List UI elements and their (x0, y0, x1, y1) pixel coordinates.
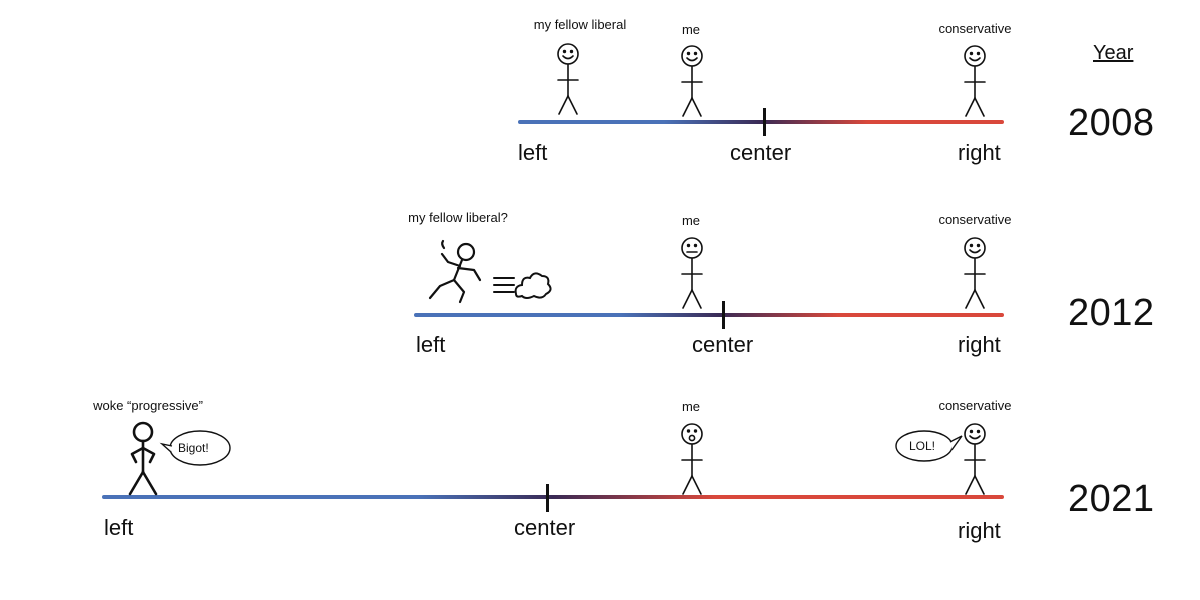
right-label-2008: right (958, 140, 1001, 165)
conservative-label-2021: conservative (938, 398, 1012, 413)
left-label-2012: left (416, 332, 446, 357)
lol-speech-text: LOL! (909, 439, 936, 453)
center-label-2012: center (692, 332, 754, 357)
liberal-label-2012: my fellow liberal? (408, 210, 508, 225)
progressive-stick-figure-2021 (128, 421, 158, 496)
me-label-2021: me (681, 399, 701, 414)
left-label-2021: left (104, 515, 134, 540)
dust-cloud-icon (493, 272, 552, 299)
running-stick-figure-2012 (428, 239, 482, 304)
me-neutral-stick-figure-2012 (681, 237, 703, 309)
center-label-2021: center (514, 515, 576, 540)
me-stick-figure-2008 (681, 45, 703, 117)
conservative-label-2012: conservative (938, 212, 1012, 227)
conservative-stick-figure-2008 (964, 45, 986, 117)
conservative-stick-figure-2021 (964, 423, 986, 495)
center-tick-2012 (722, 301, 725, 329)
right-label-2021: right (958, 518, 1001, 543)
year-2008: 2008 (1068, 102, 1155, 144)
me-label-2008: me (681, 22, 701, 37)
liberal-stick-figure-2008 (557, 43, 579, 115)
spectrum-line-2008 (518, 120, 1004, 124)
me-label-2012: me (681, 213, 701, 228)
conservative-label-2008: conservative (938, 21, 1012, 36)
spectrum-line-2021 (102, 495, 1004, 499)
center-tick-2008 (763, 108, 766, 136)
lol-speech-bubble (895, 430, 963, 462)
me-surprised-stick-figure-2021 (681, 423, 703, 495)
progressive-label-2021: woke “progressive” (93, 398, 203, 413)
year-2012: 2012 (1068, 292, 1155, 334)
conservative-stick-figure-2012 (964, 237, 986, 309)
center-tick-2021 (546, 484, 549, 512)
left-label-2008: left (518, 140, 548, 165)
right-label-2012: right (958, 332, 1001, 357)
bigot-speech-bubble (159, 430, 231, 466)
liberal-label-2008: my fellow liberal (533, 17, 627, 32)
year-header: Year (1093, 42, 1134, 64)
spectrum-line-2012 (414, 313, 1004, 317)
bigot-speech-text: Bigot! (178, 441, 209, 455)
center-label-2008: center (730, 140, 792, 165)
year-2021: 2021 (1068, 478, 1155, 520)
